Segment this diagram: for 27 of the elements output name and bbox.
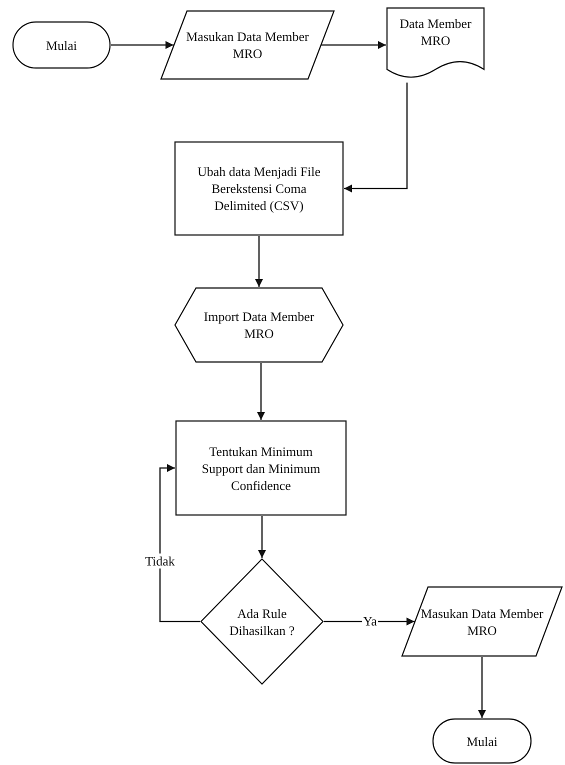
arrow — [159, 464, 200, 622]
edge-label: Tidak — [144, 554, 176, 568]
node-label: Mulai — [46, 36, 78, 54]
arrow — [255, 236, 263, 287]
node-label: Ada Rule Dihasilkan ? — [228, 604, 296, 638]
node-label: Data Member MRO — [398, 15, 472, 49]
node-label: Tentukan Minimum Support dan Minimum Confidence — [200, 442, 322, 494]
terminator-shape — [432, 718, 532, 764]
arrow — [324, 618, 414, 626]
preparation-hexagon — [174, 287, 344, 363]
node-label: Masukan Data Member MRO — [420, 604, 544, 638]
node-label: Mulai — [466, 732, 498, 750]
node-label: Import Data Member MRO — [202, 308, 316, 342]
process-box — [174, 141, 344, 236]
node-label: Ubah data Menjadi File Berekstensi Coma Delimited (CSV) — [196, 163, 322, 214]
terminator-shape — [12, 21, 111, 69]
arrow — [257, 363, 265, 420]
arrow — [111, 41, 174, 49]
arrow — [258, 516, 266, 558]
input-parallelogram — [160, 10, 335, 80]
node-label: Masukan Data Member MRO — [185, 28, 310, 62]
arrow — [344, 82, 408, 192]
arrow — [322, 41, 386, 49]
process-box — [175, 420, 347, 516]
arrow — [478, 657, 486, 718]
decision-diamond — [200, 558, 324, 685]
input-parallelogram — [401, 586, 563, 657]
